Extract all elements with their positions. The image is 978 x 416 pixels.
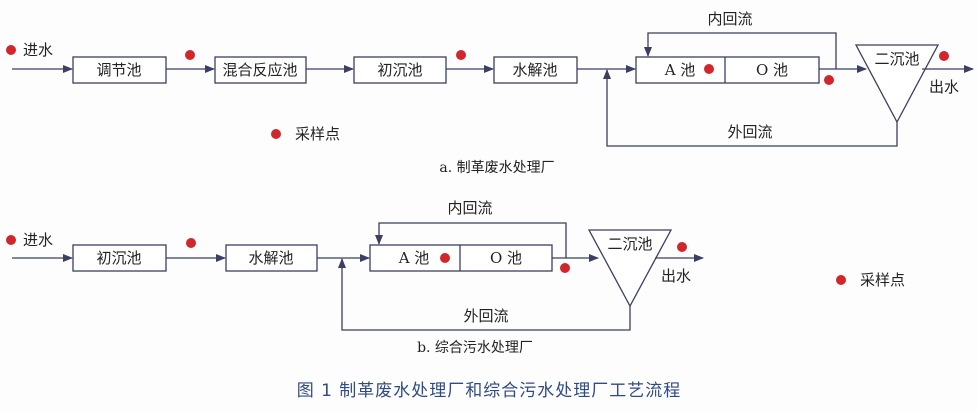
sample-point-marker — [824, 75, 834, 85]
tank-box — [214, 56, 307, 84]
tank-box — [72, 244, 167, 272]
outlet-label-a: 出水 — [929, 78, 959, 96]
external-return-line — [338, 258, 631, 331]
tank-label-adjust: 调节池 — [96, 61, 141, 79]
outlet-label-b: 出水 — [661, 267, 691, 285]
clarifier-cone — [854, 44, 940, 124]
ao-tank-box — [369, 244, 553, 272]
clarifier-label-b: 二沉池 — [607, 235, 652, 253]
tank-box — [225, 244, 318, 272]
legend-label-b: 采样点 — [860, 271, 905, 289]
tank-label-hydrolysis-b: 水解池 — [248, 249, 293, 267]
tank-label-a: A 池 — [664, 61, 696, 79]
tank-box — [493, 56, 578, 84]
tank-box — [72, 56, 167, 84]
legend-label-a: 采样点 — [295, 125, 340, 143]
diagram-b: 进水 初沉池 水解池 A 池 O 池 内回流 二沉池 出水 外回流 采样点 b.… — [6, 199, 905, 356]
internal-return-line — [644, 32, 837, 69]
diagram-a: 进水 调节池 混合反应池 初沉池 水解池 A 池 O 池 内回流 二沉池 出水 — [6, 10, 974, 176]
caption-b: b. 综合污水处理厂 — [417, 340, 533, 356]
tank-label-hydrolysis: 水解池 — [512, 61, 557, 79]
external-return-label-b: 外回流 — [463, 307, 508, 325]
tank-box — [353, 56, 447, 84]
sample-point-legend-marker — [836, 275, 846, 285]
tank-label-o-b: O 池 — [490, 249, 522, 267]
sample-point-marker — [560, 263, 570, 273]
clarifier-label-a: 二沉池 — [874, 50, 919, 68]
sample-point-marker — [456, 50, 466, 60]
sample-point-marker — [186, 238, 196, 248]
inlet-label-a: 进水 — [23, 41, 53, 59]
sample-point-marker — [704, 64, 714, 74]
sample-point-marker — [185, 50, 195, 60]
tank-label-o: O 池 — [756, 61, 788, 79]
tank-label-primary: 初沉池 — [377, 61, 422, 79]
tank-label-a-b: A 池 — [398, 249, 430, 267]
figure-caption: 图 1 制革废水处理厂和综合污水处理厂工艺流程 — [296, 381, 682, 401]
caption-a: a. 制革废水处理厂 — [439, 160, 554, 176]
inlet-label-b: 进水 — [23, 231, 53, 249]
internal-return-label-a: 内回流 — [707, 10, 752, 28]
sample-point-legend-marker — [271, 129, 281, 139]
sample-point-marker — [440, 253, 450, 263]
tank-label-mixing: 混合反应池 — [222, 61, 297, 79]
external-return-line — [603, 69, 898, 147]
ao-tank-box — [635, 56, 820, 84]
internal-return-label-b: 内回流 — [447, 199, 492, 217]
sample-point-marker — [6, 45, 16, 55]
sample-point-marker — [6, 235, 16, 245]
sample-point-marker — [939, 51, 949, 61]
internal-return-line — [375, 222, 567, 258]
tank-label-primary-b: 初沉池 — [96, 249, 141, 267]
clarifier-cone — [587, 229, 673, 308]
sample-point-marker — [677, 242, 687, 252]
external-return-label-a: 外回流 — [727, 123, 772, 141]
